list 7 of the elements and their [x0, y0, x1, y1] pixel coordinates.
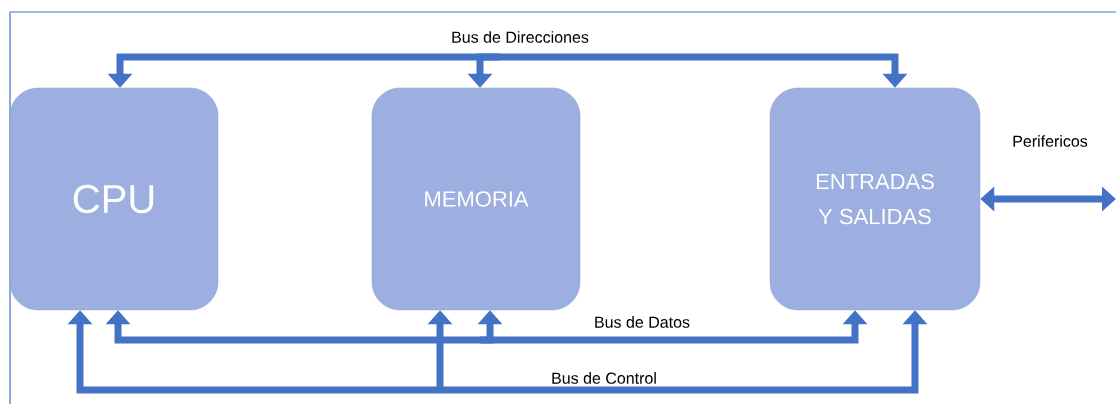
bus-label: Bus de Direcciones: [452, 31, 589, 43]
edge-label: Perifericos: [1013, 135, 1088, 147]
processor-box: ENTRADAS Y SALIDAS: [769, 87, 981, 311]
bus-label: Bus de Datos: [595, 316, 690, 328]
processor-box: MEMORIA: [371, 87, 581, 311]
processor-box: CPU: [9, 87, 219, 311]
bus-label: Bus de Control: [552, 372, 656, 384]
